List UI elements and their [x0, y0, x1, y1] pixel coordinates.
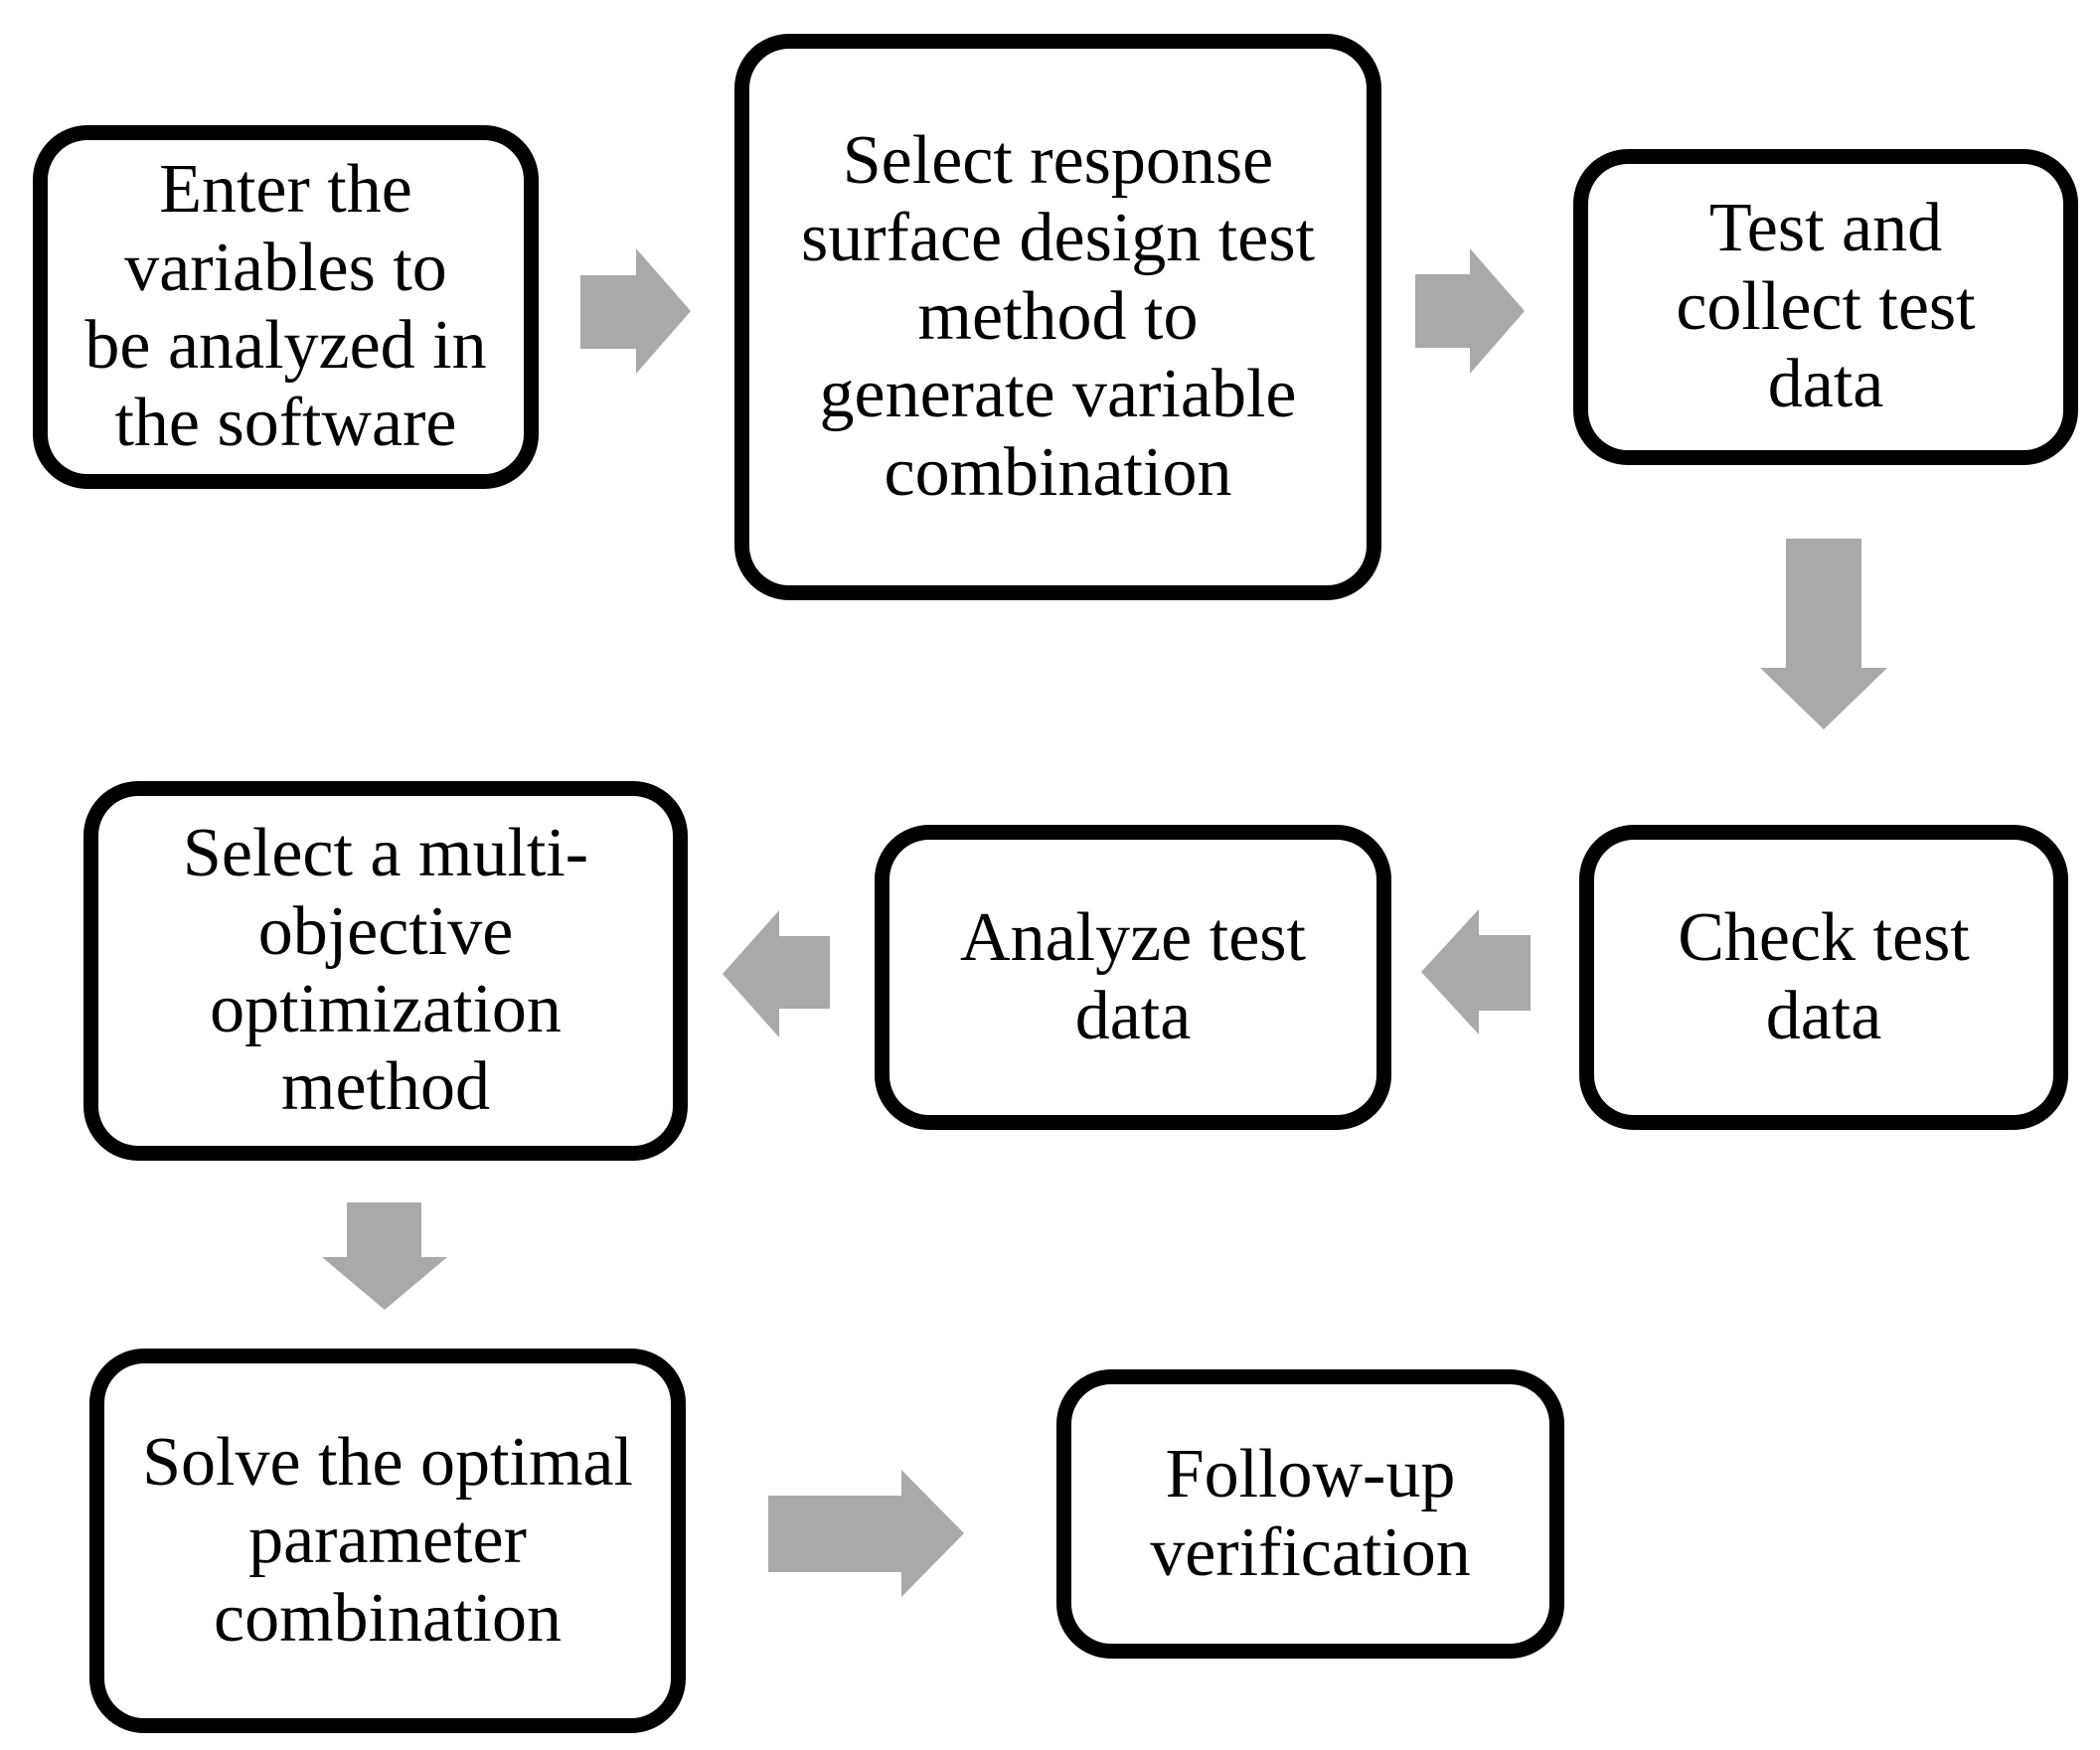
arrow-right-enter-to-select-icon — [580, 248, 691, 374]
node-solve-optimal-params: Solve the optimal parameter combination — [89, 1349, 686, 1733]
node-check-test-data-label: Check test data — [1678, 899, 1970, 1054]
arrow-down-moo-to-solve-icon — [322, 1202, 447, 1310]
arrow-down-test-to-check-icon — [1760, 539, 1887, 729]
node-select-rsm-design: Select response surface design test meth… — [734, 34, 1381, 600]
arrow-right-solve-to-followup-icon — [768, 1470, 964, 1597]
node-analyze-test-data: Analyze test data — [875, 825, 1391, 1130]
arrow-right-select-to-test-icon — [1415, 248, 1525, 374]
node-select-rsm-design-label: Select response surface design test meth… — [800, 122, 1316, 511]
node-follow-up-verification-label: Follow-up verification — [1150, 1436, 1471, 1591]
node-check-test-data: Check test data — [1579, 825, 2068, 1130]
node-select-moo-method-label: Select a multi- objective optimization m… — [182, 815, 589, 1126]
node-analyze-test-data-label: Analyze test data — [960, 899, 1306, 1054]
arrow-left-check-to-analyze-icon — [1421, 909, 1531, 1034]
node-test-collect-data: Test and collect test data — [1573, 149, 2078, 465]
node-enter-variables-label: Enter the variables to be analyzed in th… — [84, 151, 487, 462]
node-select-moo-method: Select a multi- objective optimization m… — [83, 781, 688, 1161]
node-test-collect-data-label: Test and collect test data — [1676, 190, 1976, 423]
node-solve-optimal-params-label: Solve the optimal parameter combination — [142, 1423, 633, 1657]
node-enter-variables: Enter the variables to be analyzed in th… — [33, 125, 539, 489]
node-follow-up-verification: Follow-up verification — [1056, 1369, 1564, 1659]
arrow-left-analyze-to-moo-icon — [723, 910, 830, 1037]
